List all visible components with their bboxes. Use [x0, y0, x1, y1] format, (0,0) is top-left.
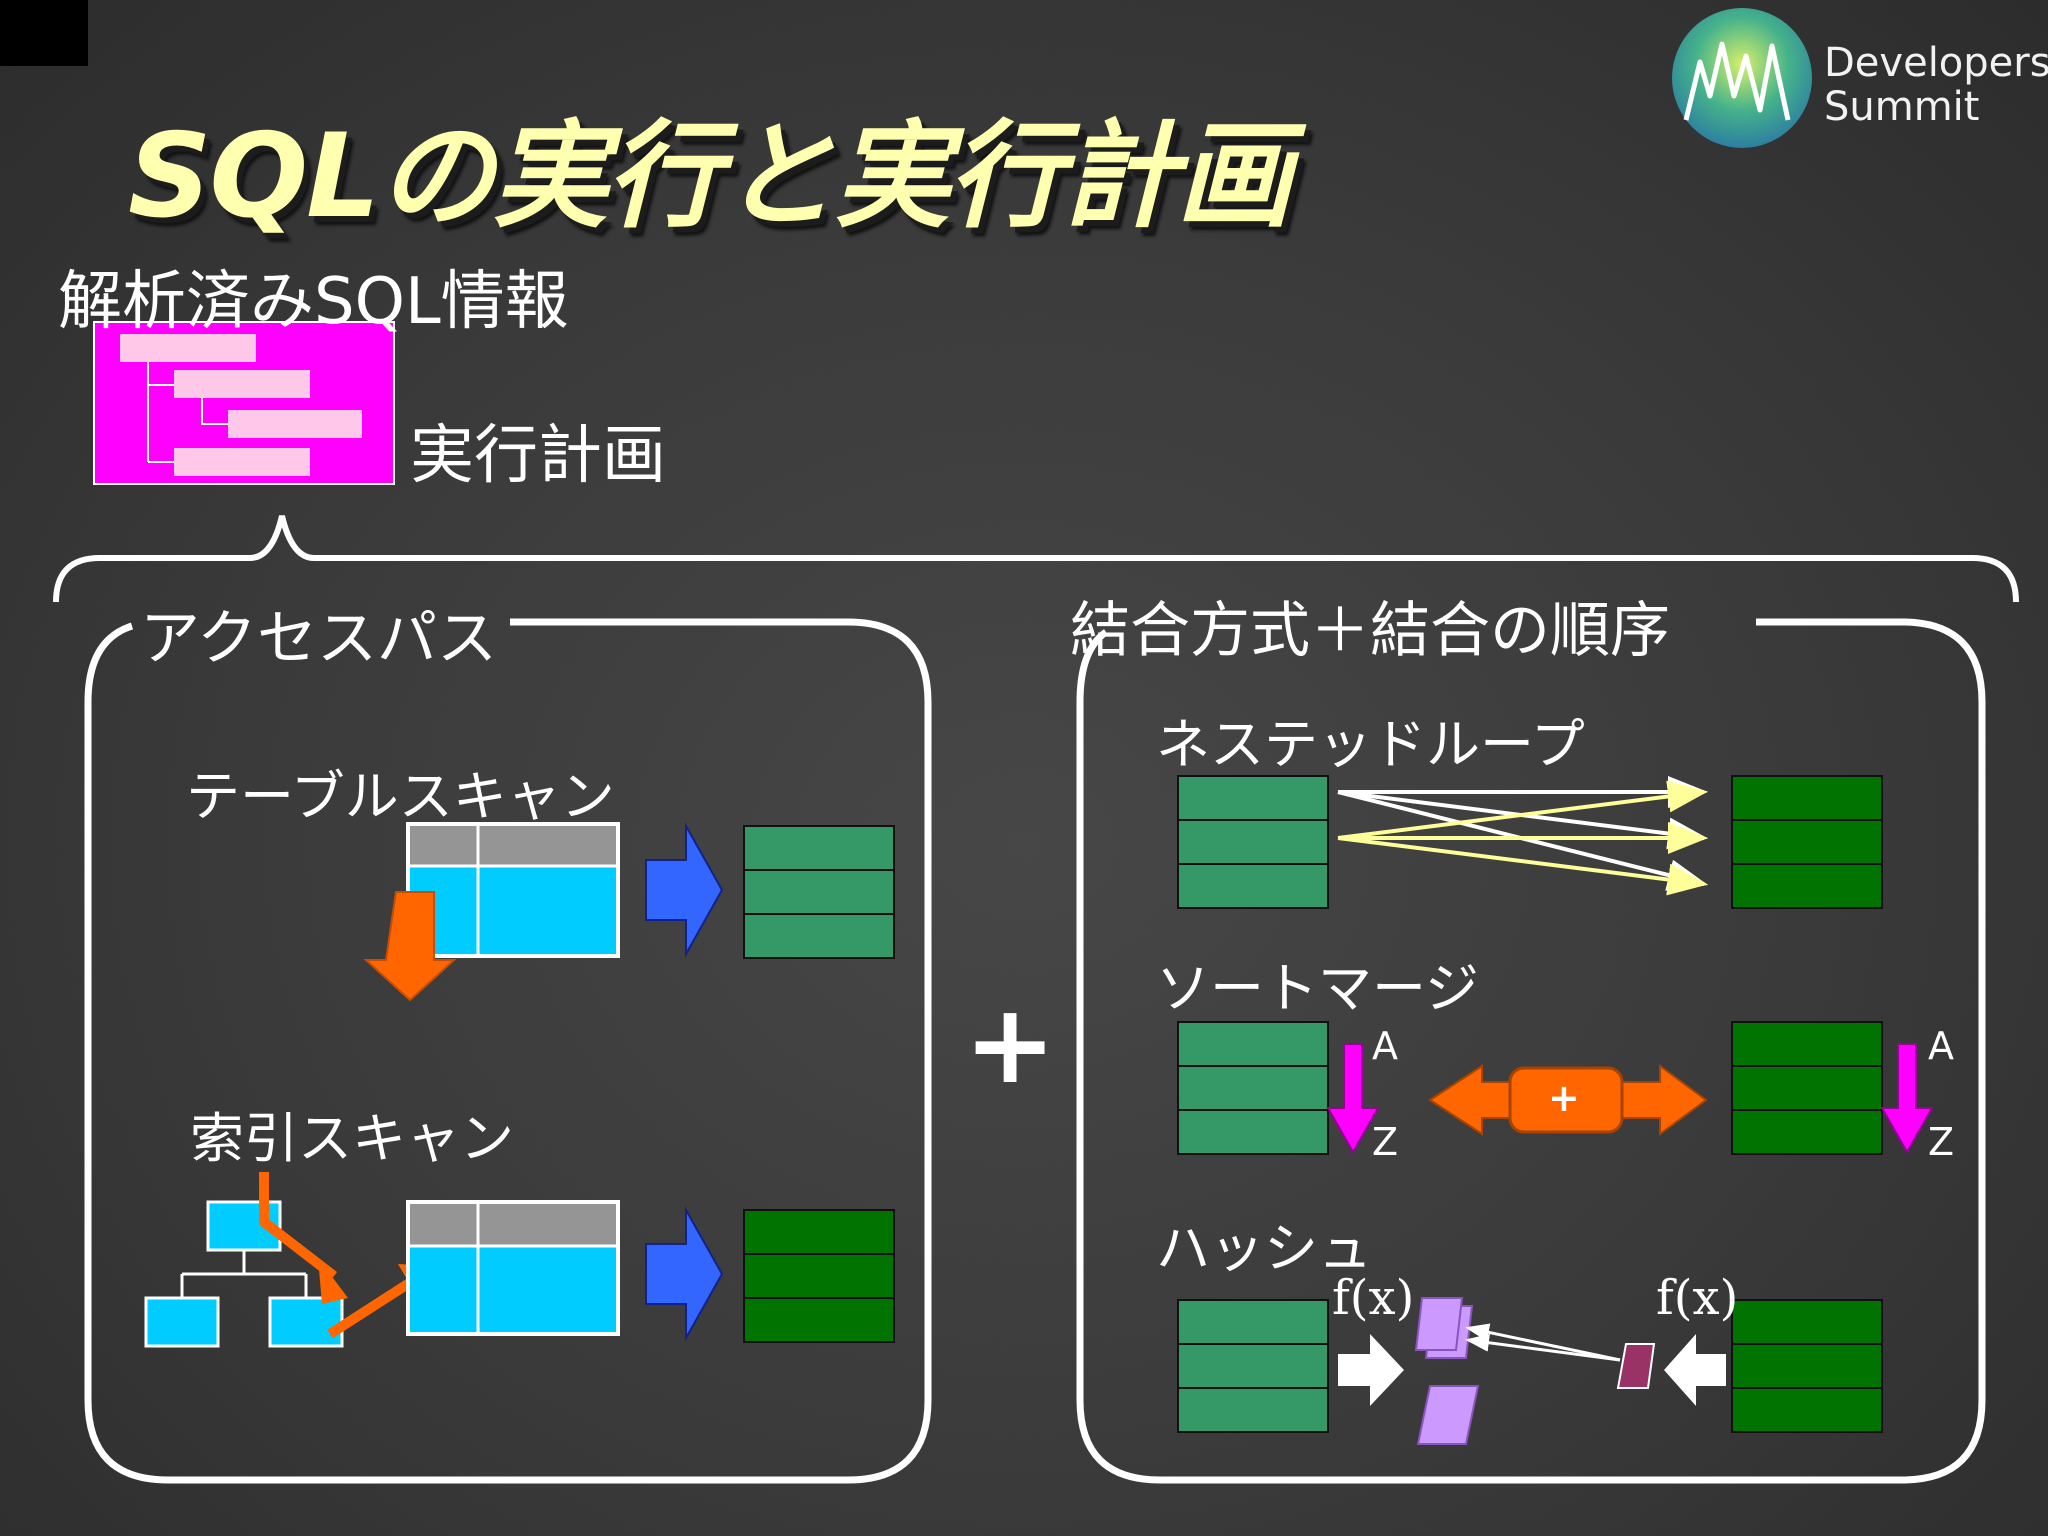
- full-scan-down-arrow: [363, 891, 457, 1002]
- access-path-panel: [84, 618, 932, 1484]
- merge-symbol: +: [1548, 1076, 1580, 1120]
- execution-plan-label: 実行計画: [410, 419, 666, 493]
- hash-function-right-label: f(x): [1656, 1270, 1739, 1326]
- index-scan-flow-arrow: [645, 1206, 724, 1342]
- logo-text-developers: Developers: [1824, 40, 2048, 86]
- full-scan-result-rows: [743, 825, 895, 959]
- slide-title: SQLの実行と実行計画: [128, 109, 1292, 244]
- join-panel: [1076, 618, 1986, 1484]
- developers-summit-logo-icon: [1672, 8, 1812, 148]
- sort-merge-left-table: [1177, 1021, 1329, 1155]
- full-scan-label: テーブルスキャン: [186, 765, 615, 828]
- logo-text-summit: Summit: [1824, 84, 1980, 130]
- sort-right-arrow: [1880, 1043, 1934, 1155]
- index-scan-descend-arrowhead: [318, 1258, 348, 1304]
- hash-join-label: ハッシュ: [1156, 1217, 1372, 1280]
- hash-build-arrow: [1338, 1334, 1404, 1406]
- hash-build-table: [1177, 1299, 1329, 1433]
- sort-merge-right-table: [1731, 1021, 1883, 1155]
- execution-plan-box: [93, 321, 395, 485]
- hash-probe-lines: [1465, 1323, 1621, 1362]
- index-scan-label: 索引スキャン: [190, 1107, 514, 1170]
- sort-right-from-label: A: [1928, 1024, 1954, 1068]
- index-scan-fetch-arrow: [327, 1275, 417, 1339]
- hash-buckets: [1414, 1297, 1480, 1445]
- index-scan-result-rows: [743, 1209, 895, 1343]
- sort-right-to-label: Z: [1928, 1120, 1955, 1164]
- sort-left-arrow: [1326, 1043, 1380, 1155]
- sort-merge-label: ソートマージ: [1156, 957, 1479, 1020]
- access-path-heading: アクセスパス: [140, 604, 497, 674]
- full-scan-flow-arrow: [645, 822, 724, 958]
- hash-probe-row: [1616, 1343, 1656, 1389]
- index-tree: [144, 1200, 344, 1348]
- corner-square: [0, 0, 88, 66]
- hash-probe-arrow: [1664, 1334, 1726, 1406]
- hash-probe-table: [1731, 1299, 1883, 1433]
- plus-sign: +: [964, 980, 1057, 1108]
- full-scan-table: [406, 822, 620, 958]
- join-heading: 結合方式＋結合の順序: [1070, 596, 1670, 666]
- parsed-sql-label: 解析済みSQL情報: [58, 265, 569, 339]
- nested-loop-label: ネステッドループ: [1156, 713, 1585, 776]
- index-scan-descend-arrow: [259, 1172, 338, 1280]
- nested-loop-lines: [1337, 776, 1708, 896]
- sort-left-to-label: Z: [1372, 1120, 1399, 1164]
- hash-function-left-label: f(x): [1332, 1270, 1415, 1326]
- index-scan-table: [406, 1200, 620, 1336]
- nested-loop-outer-table: [1177, 775, 1329, 909]
- merge-box: [1508, 1066, 1624, 1134]
- sort-left-from-label: A: [1372, 1024, 1398, 1068]
- nested-loop-inner-table: [1731, 775, 1883, 909]
- curly-brace: [53, 515, 2019, 603]
